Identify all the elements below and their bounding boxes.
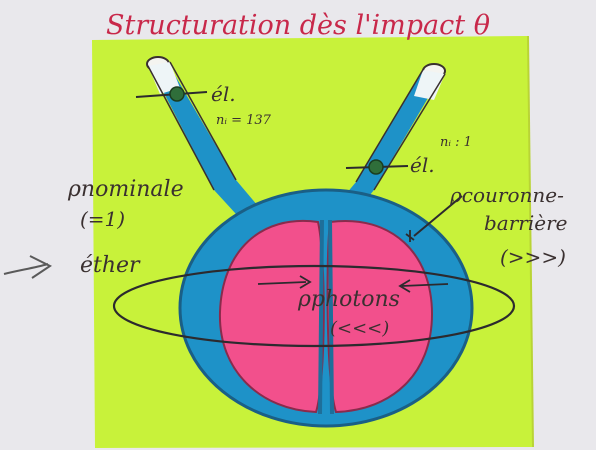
rho-nominale-label: ρnominale	[67, 177, 184, 202]
ether-label: éther	[80, 253, 141, 278]
photons-comparison-label: (<<<)	[330, 318, 389, 339]
index-label-right: nᵢ : 1	[440, 135, 472, 150]
barriere-label: barrière	[484, 211, 567, 235]
left-electron-dot	[170, 87, 184, 101]
diagram-title: Structuration dès l'impact θ	[106, 10, 490, 41]
barriere-comparison-label: (>>>)	[500, 245, 566, 269]
electron-label-left: él.	[211, 82, 236, 106]
equals-one-label: (=1)	[80, 207, 125, 231]
rho-couronne-label: ρcouronne-	[449, 183, 564, 207]
rho-photons-label: ρphotons	[297, 287, 400, 312]
index-label-left: nᵢ = 137	[216, 113, 272, 128]
electron-label-right: él.	[410, 153, 435, 177]
right-electron-dot	[369, 160, 383, 174]
